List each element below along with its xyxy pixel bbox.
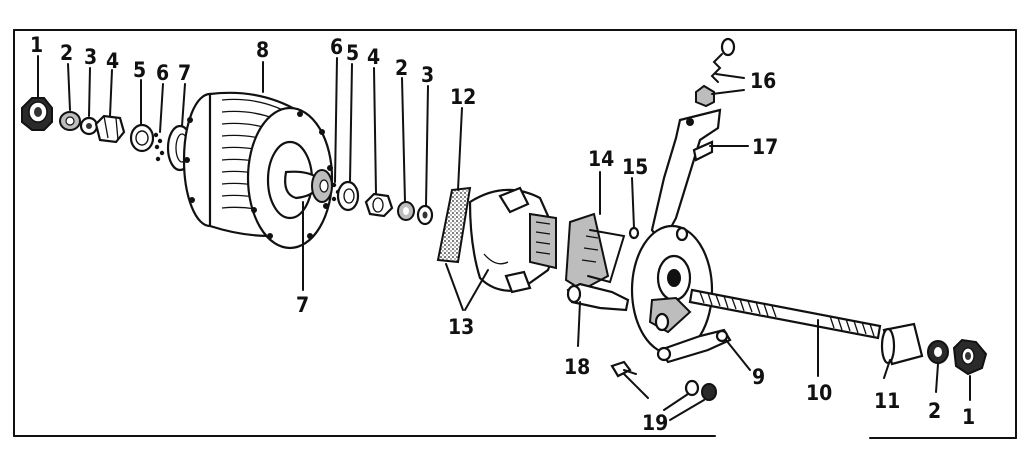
part-2-left-lock-washer — [59, 111, 81, 131]
label-part-15: 15 — [622, 155, 648, 179]
part-11-spacer-sleeve — [880, 322, 924, 366]
part-12-brake-lining — [436, 186, 472, 264]
label-part-7-right: 7 — [296, 293, 309, 317]
part-3-right-washer — [416, 204, 434, 226]
label-part-3-right: 3 — [421, 63, 434, 87]
part-4-left-cone — [94, 114, 126, 144]
part-1-left-cap-nut — [21, 97, 53, 131]
label-part-10: 10 — [806, 381, 832, 405]
part-10-axle — [688, 288, 882, 340]
leader-lines — [37, 55, 971, 421]
label-part-2-axle: 2 — [928, 399, 941, 423]
label-part-4-right: 4 — [367, 45, 380, 69]
part-14-brake-spring — [564, 212, 626, 292]
label-part-2-right: 2 — [395, 56, 408, 80]
label-part-18: 18 — [564, 355, 590, 379]
label-part-14: 14 — [588, 147, 614, 171]
border-frame — [13, 29, 1017, 439]
part-18-brake-cam — [566, 282, 630, 312]
part-brake-plate — [630, 224, 714, 356]
label-part-3-left: 3 — [84, 45, 97, 69]
part-2-axle-lock-washer — [927, 340, 949, 364]
part-2-right-lock-washer — [397, 201, 415, 221]
label-part-12: 12 — [450, 85, 476, 109]
label-part-5-right: 5 — [346, 41, 359, 65]
part-6-left-ball-retainer — [153, 132, 165, 162]
label-part-4-left: 4 — [106, 49, 119, 73]
label-part-6-right: 6 — [330, 35, 343, 59]
label-part-19: 19 — [642, 411, 668, 435]
part-16-screw-and-nut — [695, 37, 736, 108]
label-part-6-left: 6 — [156, 61, 169, 85]
label-part-9: 9 — [752, 365, 765, 389]
part-3-left-washer — [79, 116, 99, 136]
label-part-5-left: 5 — [133, 58, 146, 82]
label-part-16: 16 — [750, 69, 776, 93]
part-13-brake-shoes — [468, 186, 557, 294]
part-4-right-cone — [364, 192, 394, 218]
part-5-right-dust-cap — [336, 180, 360, 212]
label-part-8: 8 — [256, 38, 269, 62]
part-19-bolt-washer-nut — [610, 360, 717, 401]
label-part-2-left: 2 — [60, 41, 73, 65]
label-part-17: 17 — [752, 135, 778, 159]
part-1-right-cap-nut — [952, 338, 988, 376]
part-17-brake-arm — [650, 108, 722, 247]
label-part-1-left: 1 — [30, 33, 43, 57]
part-5-left-dust-cap — [129, 123, 155, 153]
part-9-anchor-strap — [656, 328, 732, 364]
label-part-1-right: 1 — [962, 405, 975, 429]
label-part-13: 13 — [448, 315, 474, 339]
part-15-small-nut — [628, 226, 640, 240]
label-part-11: 11 — [874, 389, 900, 413]
label-part-7-left: 7 — [178, 61, 191, 85]
part-8-hub-shell — [182, 91, 334, 250]
